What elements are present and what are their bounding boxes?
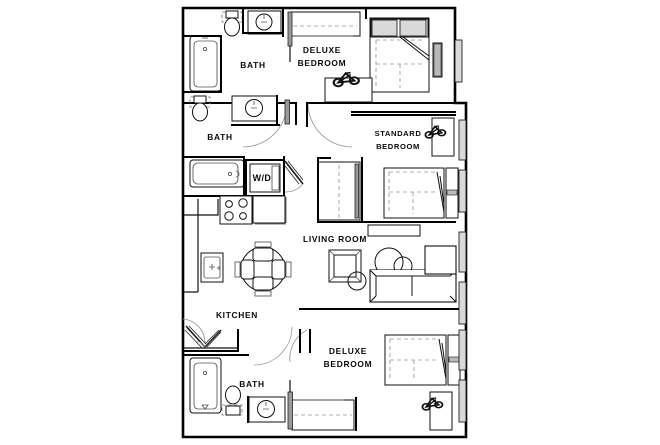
room-label-deluxe-bedroom-bottom-l2: BEDROOM bbox=[324, 359, 373, 369]
bathtub-icon bbox=[189, 159, 245, 188]
room-label-kitchen: KITCHEN bbox=[216, 310, 258, 320]
sink-icon bbox=[231, 95, 278, 122]
counter-icon bbox=[252, 195, 287, 225]
room-standard-bedroom: STANDARD BEDROOM bbox=[317, 111, 459, 223]
room-bath-middle: BATH bbox=[182, 95, 280, 197]
room-label-bath-top: BATH bbox=[240, 60, 265, 70]
bed-icon bbox=[384, 334, 447, 386]
wardrobe-icon bbox=[431, 117, 455, 157]
sink-icon bbox=[200, 252, 224, 283]
bicycle-icon bbox=[424, 125, 447, 139]
room-label-living-room: LIVING ROOM bbox=[303, 234, 367, 244]
sink-icon bbox=[248, 396, 286, 423]
washer-dryer-label: W/D bbox=[253, 173, 272, 183]
room-deluxe-bedroom-bottom: DELUXE BEDROOM bbox=[253, 326, 461, 431]
room-label-deluxe-bedroom-bottom-l1: DELUXE bbox=[329, 346, 367, 356]
nightstand-icon bbox=[447, 334, 461, 386]
room-label-deluxe-bedroom-top-l1: DELUXE bbox=[303, 45, 341, 55]
entry-door-icon bbox=[182, 318, 239, 352]
bicycle-icon bbox=[421, 397, 444, 411]
room-bath-bottom: BATH bbox=[182, 318, 286, 423]
nightstand-icon bbox=[432, 42, 443, 78]
room-living-room: LIVING ROOM bbox=[299, 224, 467, 310]
nightstand-icon bbox=[445, 167, 459, 219]
room-bath-top: BATH bbox=[182, 7, 284, 93]
bed-icon bbox=[383, 167, 445, 219]
building-outline bbox=[181, 6, 468, 439]
bathtub-icon bbox=[189, 357, 222, 414]
sink-icon bbox=[247, 10, 282, 35]
door-swing-icon bbox=[284, 160, 304, 193]
room-label-standard-bedroom-l2: BEDROOM bbox=[376, 142, 420, 151]
bicycle-icon bbox=[332, 71, 360, 88]
toilet-icon bbox=[189, 95, 211, 122]
hallway-doors bbox=[242, 99, 353, 148]
bathtub-icon bbox=[189, 35, 222, 92]
room-label-standard-bedroom-l1: STANDARD bbox=[375, 129, 422, 138]
coffee-table-icon bbox=[328, 249, 362, 283]
room-label-deluxe-bedroom-top-l2: BEDROOM bbox=[298, 58, 347, 68]
tv-console-icon bbox=[367, 224, 421, 237]
room-kitchen: KITCHEN bbox=[183, 195, 292, 320]
room-label-bath-bottom: BATH bbox=[239, 379, 264, 389]
window-icon-group bbox=[454, 39, 467, 423]
room-label-bath-middle: BATH bbox=[207, 132, 232, 142]
sofa-icon bbox=[369, 245, 457, 303]
dining-table-icon bbox=[234, 241, 292, 297]
bed-icon bbox=[369, 17, 430, 93]
stove-burner-icon bbox=[219, 195, 253, 225]
toilet-icon bbox=[221, 385, 243, 416]
